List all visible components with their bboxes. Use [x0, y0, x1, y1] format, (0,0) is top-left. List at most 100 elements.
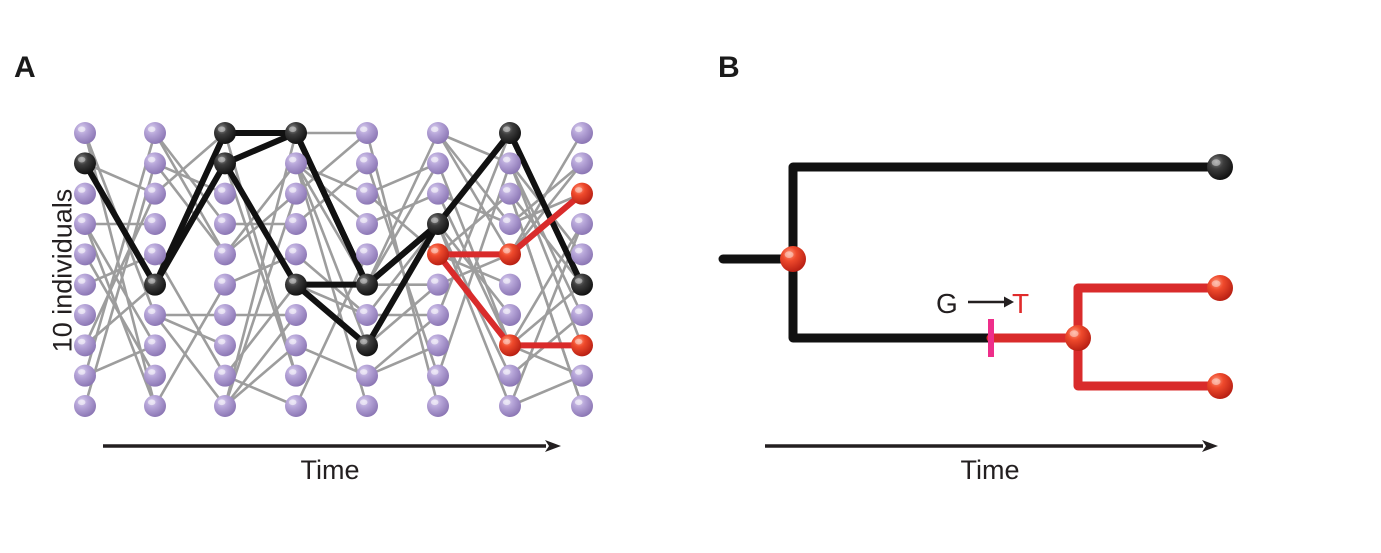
pedigree-node [214, 182, 236, 205]
pedigree-node [214, 122, 236, 144]
pedigree-node [356, 182, 378, 205]
pedigree-node [356, 122, 378, 144]
tree-upper-branch [788, 162, 1225, 264]
pedigree-node [427, 273, 449, 296]
pedigree-node [74, 304, 96, 326]
pedigree-node [427, 213, 449, 235]
pedigree-node [571, 395, 593, 417]
mutation-arrow-head-icon [1004, 296, 1014, 308]
pedigree-node [144, 364, 166, 387]
tree-tip-node-3 [1207, 373, 1233, 399]
pedigree-node [571, 122, 593, 144]
pedigree-node [74, 122, 96, 144]
pedigree-node [144, 122, 166, 144]
pedigree-node [74, 364, 96, 387]
pedigree-node [285, 395, 307, 417]
mutation-to-base-label: T [1012, 288, 1030, 319]
pedigree-node [571, 304, 593, 326]
coalescent-tree-branches [718, 162, 1225, 391]
pedigree-node [499, 213, 521, 235]
pedigree-node [499, 122, 521, 144]
pedigree-nodes [74, 122, 593, 417]
pedigree-node [144, 334, 166, 357]
pedigree-node [214, 304, 236, 326]
pedigree-node [427, 395, 449, 417]
pedigree-node [571, 273, 593, 296]
pedigree-node [214, 334, 236, 357]
pedigree-node [356, 152, 378, 175]
pedigree-node [499, 364, 521, 387]
pedigree-node [427, 334, 449, 357]
coalescent-tree-nodes [780, 154, 1233, 399]
pedigree-node [285, 364, 307, 387]
pedigree-node [74, 395, 96, 417]
pedigree-node [571, 334, 593, 357]
tree-red-lower-branch [1073, 333, 1225, 391]
pedigree-node [214, 243, 236, 266]
panel-a-label: A [14, 51, 36, 84]
tree-red-upper-branch [1073, 283, 1225, 343]
pedigree-node [356, 243, 378, 266]
pedigree-node [356, 304, 378, 326]
pedigree-node [74, 182, 96, 205]
pedigree-node [427, 304, 449, 326]
pedigree-node [285, 243, 307, 266]
pedigree-node [499, 304, 521, 326]
pedigree-node [356, 364, 378, 387]
pedigree-node [571, 152, 593, 175]
pedigree-node [499, 334, 521, 357]
pedigree-node [427, 182, 449, 205]
pedigree-node [427, 122, 449, 144]
pedigree-node [285, 152, 307, 175]
pedigree-node [285, 182, 307, 205]
pedigree-node [74, 213, 96, 235]
pedigree-node [356, 334, 378, 357]
pedigree-node [144, 304, 166, 326]
pedigree-node [144, 273, 166, 296]
pedigree-node [285, 213, 307, 235]
pedigree-node [214, 213, 236, 235]
tree-lower-branch-black [788, 254, 996, 343]
tree-tip-node-2 [1207, 275, 1233, 301]
panel-b-label: B [718, 51, 740, 84]
pedigree-node [285, 334, 307, 357]
tree-internal-node [1065, 325, 1091, 351]
pedigree-node [144, 182, 166, 205]
pedigree-black-lineage [82, 130, 585, 349]
pedigree-node [214, 273, 236, 296]
pedigree-node [499, 395, 521, 417]
pedigree-node [285, 122, 307, 144]
pedigree-node [427, 243, 449, 266]
pedigree-node [571, 243, 593, 266]
pedigree-node [427, 364, 449, 387]
pedigree-node [285, 273, 307, 296]
pedigree-node [427, 152, 449, 175]
pedigree-node [144, 395, 166, 417]
pedigree-node [214, 395, 236, 417]
tree-tip-node-1 [1207, 154, 1233, 180]
pedigree-node [571, 213, 593, 235]
pedigree-node [74, 152, 96, 175]
pedigree-node [356, 213, 378, 235]
panel-b-time-axis-label: Time [960, 455, 1020, 485]
pedigree-node [74, 243, 96, 266]
pedigree-node [499, 273, 521, 296]
panel-a-time-axis-label: Time [300, 455, 360, 485]
pedigree-node [144, 243, 166, 266]
pedigree-node [356, 395, 378, 417]
pedigree-node [74, 334, 96, 357]
pedigree-node [571, 182, 593, 205]
pedigree-node [144, 213, 166, 235]
pedigree-node [74, 273, 96, 296]
pedigree-node [499, 243, 521, 266]
pedigree-node [214, 152, 236, 175]
pedigree-node [356, 273, 378, 296]
pedigree-node [285, 304, 307, 326]
pedigree-node [214, 364, 236, 387]
pedigree-grey-edges [83, 131, 584, 408]
pedigree-red-lineage [435, 190, 585, 349]
tree-root-node [780, 246, 806, 272]
pedigree-node [499, 182, 521, 205]
